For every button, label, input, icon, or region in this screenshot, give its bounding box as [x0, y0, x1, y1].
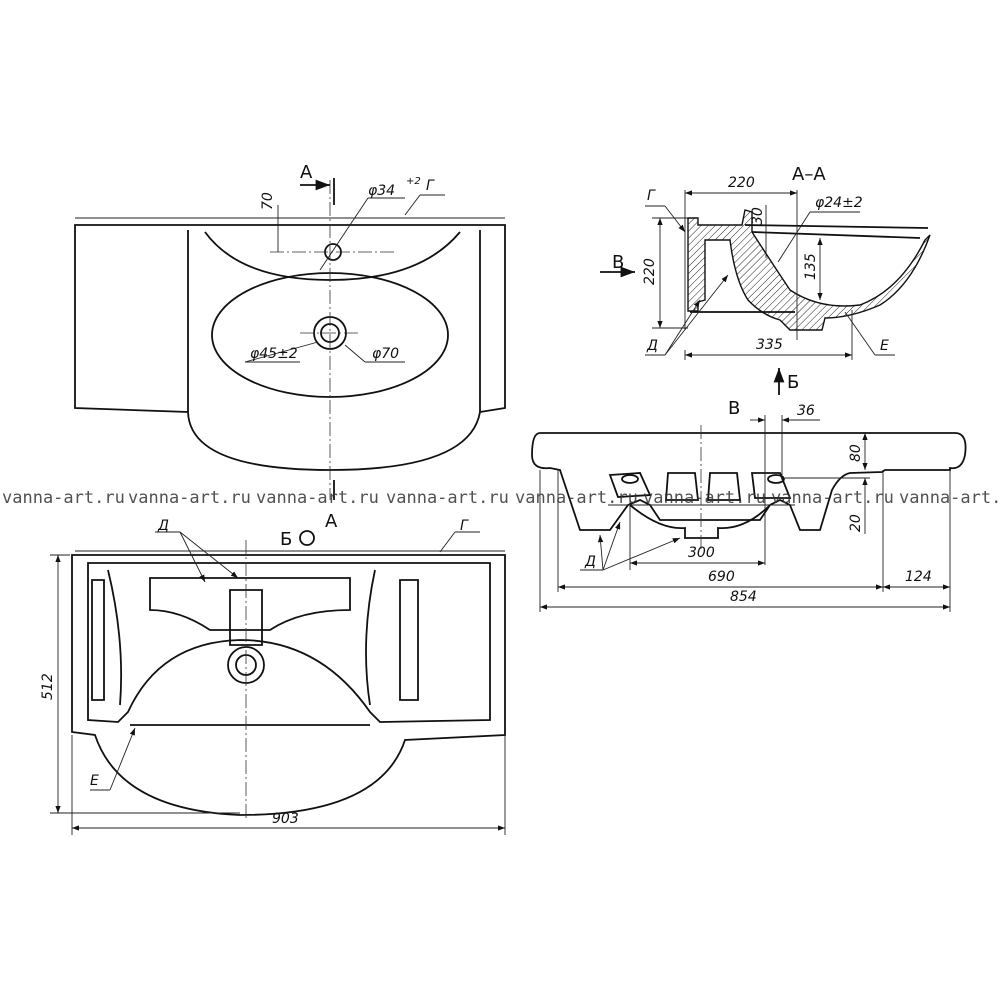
tap-hole-tol: +2	[406, 176, 421, 187]
dim-335: 335	[756, 337, 783, 353]
view-b-mark: Б	[280, 529, 292, 550]
watermark: vanna-art.ru	[899, 488, 1000, 508]
dim-300: 300	[688, 545, 715, 561]
dim-220-v: 220	[642, 258, 658, 285]
inner-curves	[107, 569, 376, 706]
support-ribs	[91, 579, 419, 701]
label-e-section: Е	[880, 338, 889, 354]
watermark: vanna-art.ru	[256, 488, 379, 508]
front-bowl	[629, 504, 771, 539]
front-view-b: В 36 80 20 300 690 124 854 Д	[531, 398, 967, 612]
label-e-bottom: Е	[90, 773, 99, 789]
section-profile	[687, 209, 931, 331]
view-b-mark-section: Б	[787, 372, 799, 393]
dim-854: 854	[730, 589, 757, 605]
watermarks: vanna-art.ru vanna-art.ru vanna-art.ru v…	[2, 488, 1000, 508]
section-mark-a-top: А	[300, 162, 313, 183]
watermark: vanna-art.ru	[515, 488, 638, 508]
front-view-title: В	[728, 398, 740, 419]
bottom-view: Б Д Г Е 512 903	[40, 518, 506, 835]
label-d-bottom: Д	[157, 518, 169, 534]
label-g-bottom: Г	[460, 518, 469, 534]
dim-220-h: 220	[728, 175, 755, 191]
label-d-section: Д	[646, 338, 658, 354]
section-a-a: А–А 220 220 135 30 φ24±2 335 Г Д Е В	[600, 164, 931, 395]
dim-20: 20	[848, 514, 864, 532]
front-outline	[531, 432, 967, 531]
dim-135: 135	[803, 253, 819, 280]
dim-70: 70	[260, 192, 276, 210]
front-hole-right	[767, 474, 785, 484]
watermark: vanna-art.ru	[643, 488, 766, 508]
section-title: А–А	[792, 164, 826, 185]
watermark: vanna-art.ru	[128, 488, 251, 508]
dim-903: 903	[272, 811, 299, 827]
dim-36: 36	[797, 403, 815, 419]
top-view: А А 70 φ34 +2 Г φ45±2 φ70	[74, 162, 506, 532]
overflow-channel	[149, 577, 351, 631]
watermark: vanna-art.ru	[2, 488, 125, 508]
drain-outer-dia: φ70	[372, 346, 399, 362]
tap-hole-dia: φ34	[368, 183, 395, 199]
bottom-outline	[71, 554, 506, 816]
watermark: vanna-art.ru	[386, 488, 509, 508]
dim-512: 512	[40, 673, 56, 700]
label-g-section: Г	[647, 188, 656, 204]
view-v-mark: В	[612, 252, 624, 273]
label-d-front: Д	[584, 554, 596, 570]
front-bosses	[608, 472, 792, 501]
drain-dia: φ45±2	[250, 346, 298, 362]
bottom-inner-outline	[87, 562, 491, 723]
label-g-top: Г	[426, 178, 435, 194]
dim-690: 690	[708, 569, 735, 585]
tap-boss	[229, 589, 263, 646]
watermark: vanna-art.ru	[771, 488, 894, 508]
dim-80: 80	[848, 444, 864, 462]
dim-124: 124	[905, 569, 932, 585]
dim-30: 30	[750, 207, 766, 225]
front-hole-left	[621, 474, 639, 484]
section-mark-a-bottom: А	[325, 511, 338, 532]
view-b-rotation-icon	[299, 530, 315, 546]
section-rim	[744, 224, 929, 239]
overflow-dia: φ24±2	[815, 195, 863, 211]
